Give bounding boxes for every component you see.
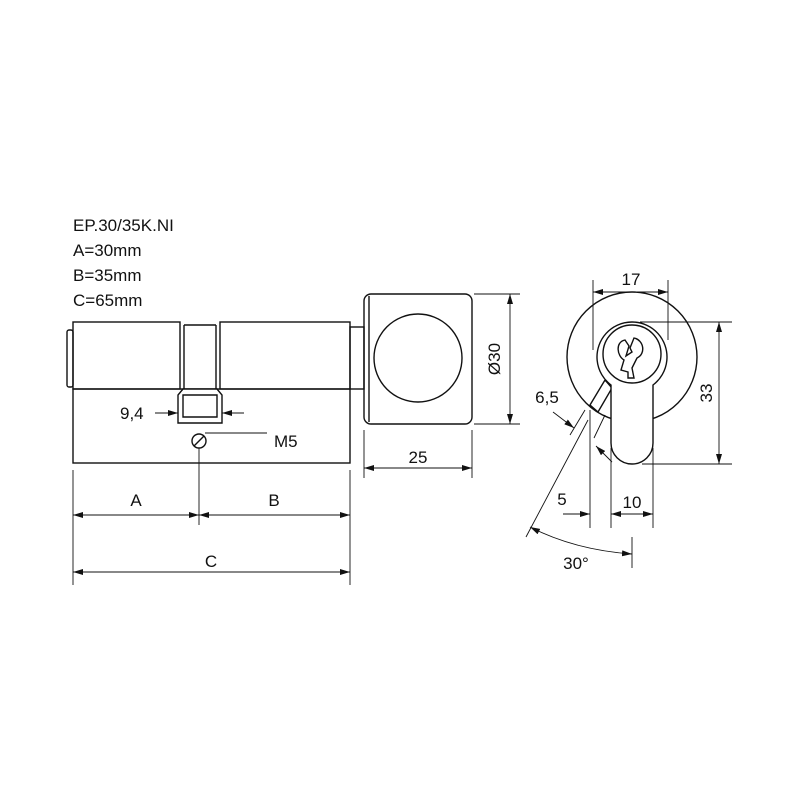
dim-a: A bbox=[130, 491, 142, 510]
dim-c: C bbox=[205, 552, 217, 571]
left-stub bbox=[66, 329, 74, 388]
width-label: 17 bbox=[622, 270, 641, 289]
model-label: EP.30/35K.NI bbox=[73, 216, 174, 235]
angle-label: 30° bbox=[563, 554, 589, 573]
knob-diameter-label: Ø30 bbox=[485, 343, 504, 375]
screw-label: M5 bbox=[274, 432, 298, 451]
cam bbox=[177, 388, 223, 424]
cylinder-front-view: 17 33 10 5 6,5 30° bbox=[525, 270, 732, 573]
height-label: 33 bbox=[697, 384, 716, 403]
euro-profile bbox=[596, 321, 668, 465]
upper-right-body bbox=[219, 321, 351, 390]
knob-circle bbox=[373, 313, 463, 403]
dim-c-label: C=65mm bbox=[73, 291, 142, 310]
keyway-icon bbox=[617, 337, 644, 379]
dim-b: B bbox=[268, 491, 279, 510]
bottom-width-label: 10 bbox=[623, 493, 642, 512]
dim-a-label: A=30mm bbox=[73, 241, 142, 260]
plug-circle bbox=[602, 324, 662, 384]
spec-block: EP.30/35K.NI A=30mm B=35mm C=65mm bbox=[73, 216, 174, 310]
upper-left-body bbox=[72, 321, 181, 390]
cylinder-side-view: M5 9,4 A B C 25 Ø30 bbox=[66, 293, 520, 585]
cam-width-label: 9,4 bbox=[120, 404, 144, 423]
dim-b-label: B=35mm bbox=[73, 266, 142, 285]
cam-lever bbox=[589, 378, 613, 414]
thumb-turn-knob bbox=[363, 293, 473, 425]
cam-thickness-label: 6,5 bbox=[535, 388, 559, 407]
right-stub bbox=[349, 326, 365, 390]
knob-length-label: 25 bbox=[409, 448, 428, 467]
offset-label: 5 bbox=[557, 490, 566, 509]
